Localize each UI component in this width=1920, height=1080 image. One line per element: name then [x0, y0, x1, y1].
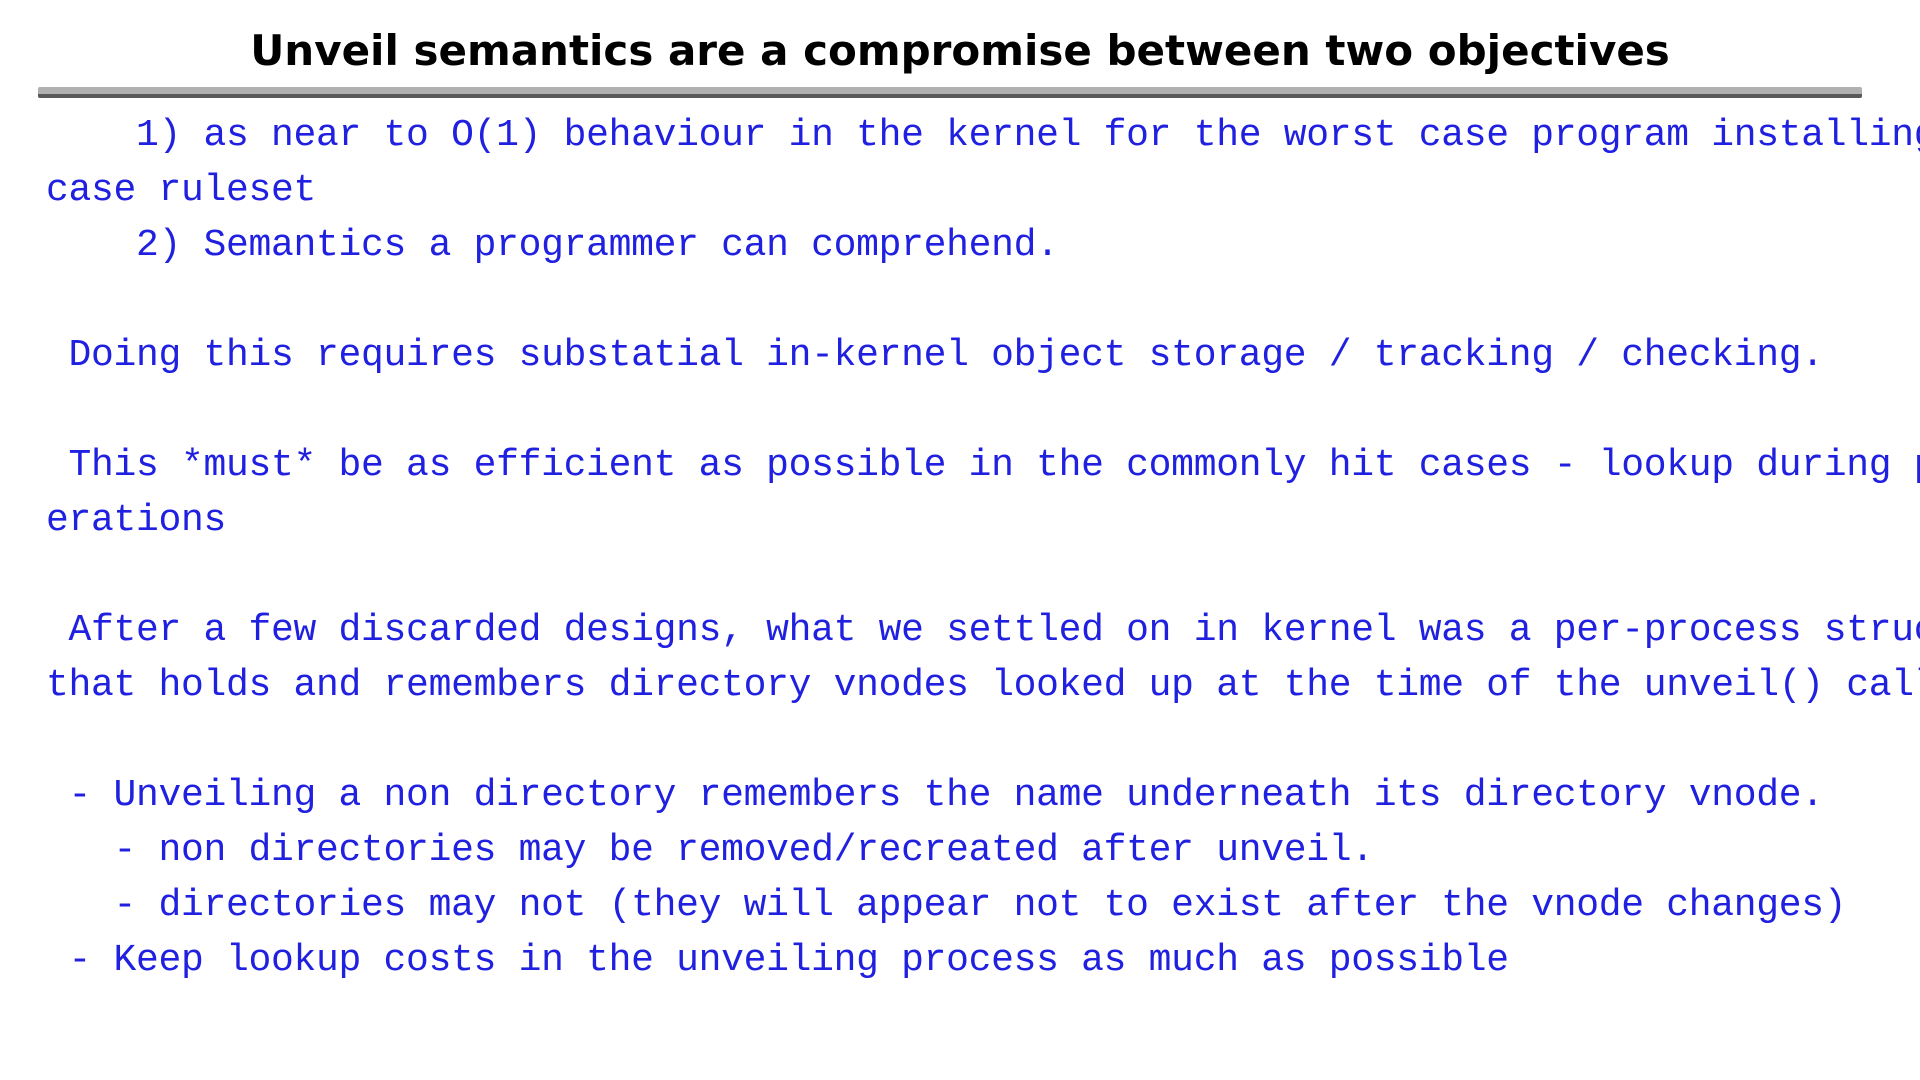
slide-body-text: 1) as near to O(1) behaviour in the kern… [46, 114, 1920, 982]
slide-title: Unveil semantics are a compromise betwee… [250, 26, 1670, 75]
title-rule-divider [38, 87, 1862, 98]
